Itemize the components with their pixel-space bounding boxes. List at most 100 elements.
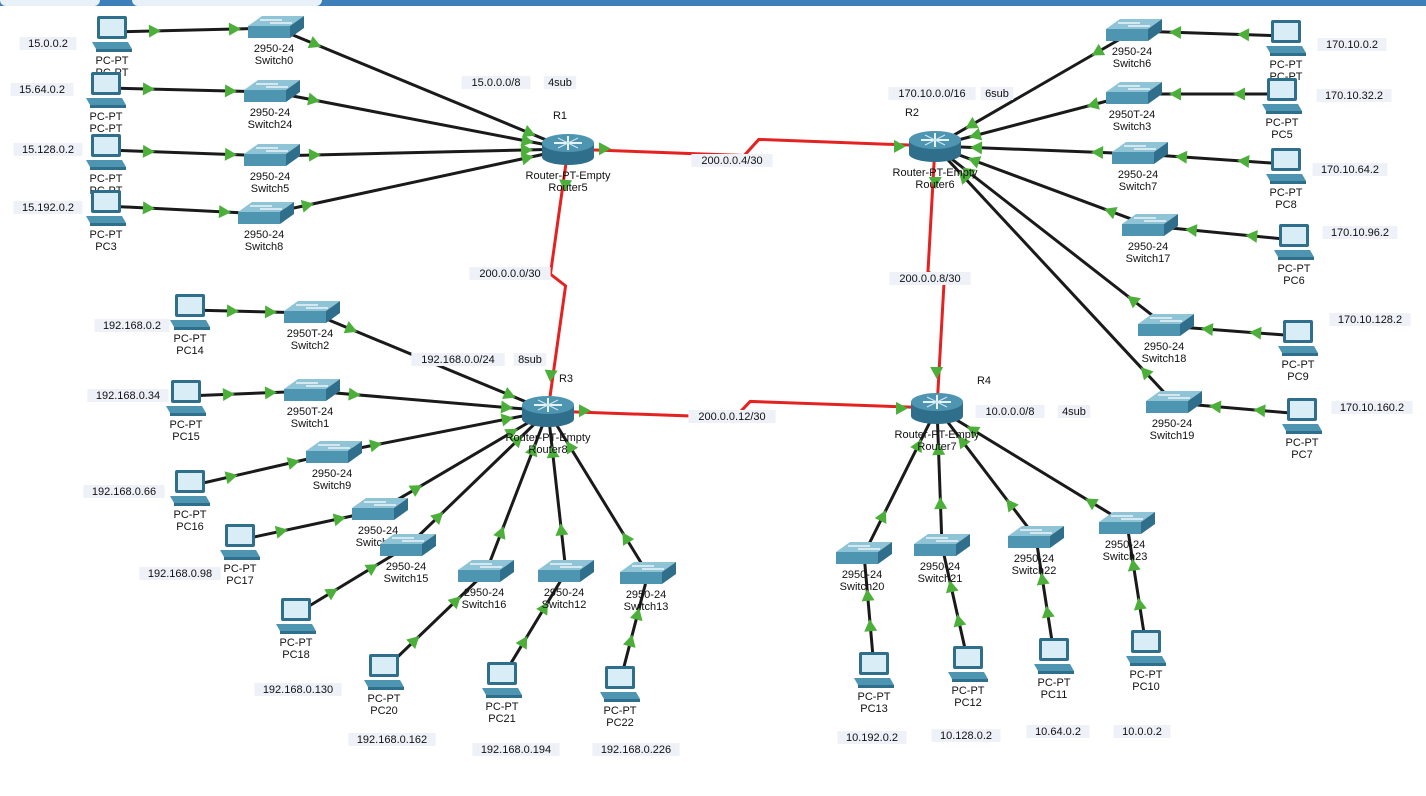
window-tab[interactable] (132, 0, 322, 6)
serial-link-R2-R4[interactable]: 200.0.0.8/30 (889, 145, 971, 409)
link-light-icon (1085, 498, 1099, 511)
cable-s12-R3[interactable] (545, 410, 569, 573)
cable-s24-R1[interactable] (271, 90, 569, 151)
cable-pc18-s15[interactable] (295, 544, 409, 616)
cable-s13-R3[interactable] (546, 410, 650, 575)
link-light-icon (148, 24, 161, 38)
cable-pc10-s23[interactable] (1125, 523, 1148, 647)
cable-s7-R2[interactable] (934, 141, 1141, 160)
cable-s9-R3[interactable] (333, 409, 549, 455)
cable-s8-R1[interactable] (265, 147, 569, 216)
cable-s6-R2[interactable] (934, 29, 1135, 148)
cable-s1-R3[interactable] (311, 387, 549, 415)
switch-model-label: 2950T-24 (1109, 109, 1155, 121)
link-light-icon (622, 532, 635, 546)
cable-s17-R2[interactable] (934, 144, 1151, 228)
link-light-icon (408, 485, 423, 497)
switch-name-label: Switch19 (1150, 430, 1195, 442)
link-light-icon (559, 179, 573, 192)
subnet-note-text: 8sub (518, 354, 542, 366)
cable-s19-R2[interactable] (933, 144, 1176, 405)
switch-icon (1146, 401, 1188, 413)
link-light-icon (1041, 605, 1055, 619)
device-layer: Router-PT-EmptyRouter5R1Router-PT-EmptyR… (10, 16, 1413, 756)
cable-s5-R1[interactable] (271, 143, 569, 162)
cable-s14-R3[interactable] (379, 409, 549, 512)
window-tab[interactable] (0, 0, 100, 6)
cable-s22-R4[interactable] (935, 407, 1038, 539)
cable-s16-R3[interactable] (484, 410, 550, 573)
cable-s21-R4[interactable] (932, 407, 948, 547)
cable-s23-R4[interactable] (936, 406, 1128, 526)
cable-pc11-s22[interactable] (1034, 537, 1056, 655)
cable-s0-R1[interactable] (275, 26, 569, 151)
serial-link-R1-R2[interactable]: 200.0.0.4/30 (567, 137, 936, 167)
cable-pc13-s20[interactable] (861, 553, 878, 669)
serial-link-R1-R3[interactable]: 200.0.0.0/30 (469, 148, 573, 412)
cable-s18-R2[interactable] (934, 144, 1167, 328)
link-light-icon (895, 401, 909, 415)
subnet-note-bg (975, 405, 1045, 418)
pc-name-label: PC21 (488, 713, 516, 725)
pc-ip-label: 192.168.0.226 (592, 743, 680, 756)
cable-s15-R3[interactable] (406, 409, 550, 548)
cable-s3-R2[interactable] (934, 92, 1135, 148)
cable-pc22-s13[interactable] (618, 573, 650, 683)
cable-pc12-s21[interactable] (940, 545, 970, 663)
cable-pc20-s16[interactable] (382, 570, 488, 672)
serial-link-R3-R4[interactable]: 200.0.0.12/30 (547, 399, 938, 423)
cable-s20-R4[interactable] (862, 407, 939, 555)
pc-ip-label-text: 192.168.0.66 (92, 486, 156, 498)
cable-pc21-s12[interactable] (500, 571, 568, 679)
